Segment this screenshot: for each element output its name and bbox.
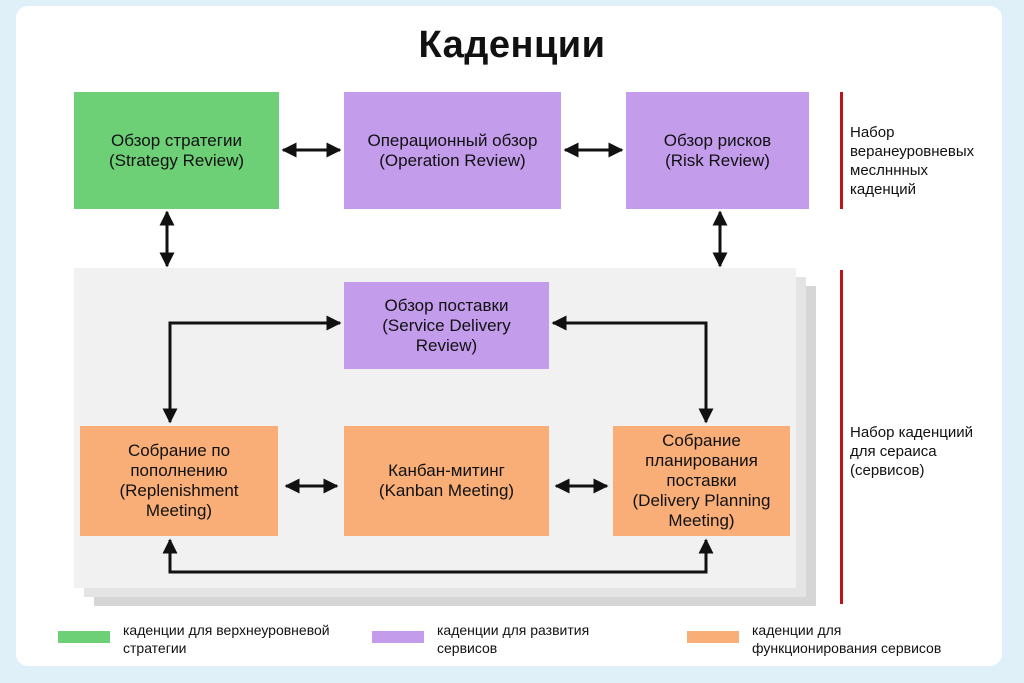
legend-strategy-line2: стратегии xyxy=(123,640,187,656)
legend-operation-line2: функционирования сервисов xyxy=(752,640,942,656)
risk-review-title: Обзор рисков xyxy=(663,130,772,150)
legend-swatch-development xyxy=(372,631,424,643)
risk-review-box: Обзор рисков (Risk Review) xyxy=(626,92,809,209)
operation-review-subtitle: (Operation Review) xyxy=(379,150,526,170)
delivery-planning-subtitle-2: Meeting) xyxy=(668,511,735,530)
service-delivery-review-title: Обзор поставки xyxy=(384,295,509,315)
replenishment-title-1: Собрание по xyxy=(127,441,231,460)
divider-top-set xyxy=(840,92,843,209)
legend-text-strategy: каденции для верхнеуровневой стратегии xyxy=(123,621,330,657)
delivery-planning-title-1: Собрание xyxy=(662,431,741,450)
kanban-meeting-box: Канбан-митинг (Kanban Meeting) xyxy=(344,426,549,536)
delivery-planning-title-2: планирования xyxy=(645,451,758,470)
side-label-bottom-line2: для сераиса xyxy=(850,443,937,460)
arrow-delivery-review-delivery-planning xyxy=(551,315,714,424)
delivery-planning-title-3: поставки xyxy=(666,471,737,490)
divider-service-set xyxy=(840,270,843,604)
replenishment-subtitle-1: (Replenishment xyxy=(119,481,239,500)
service-delivery-review-subtitle-2: Review) xyxy=(415,335,478,355)
side-label-top-line3: меслннных xyxy=(850,162,929,179)
side-label-top-set: Набор веранеуровневых меслннных каденций xyxy=(850,123,1000,199)
legend-development-line1: каденции для развития xyxy=(437,622,590,638)
risk-review-subtitle: (Risk Review) xyxy=(665,150,770,170)
legend-swatch-strategy xyxy=(58,631,110,643)
replenishment-meeting-box: Собрание по пополнению (Replenishment Me… xyxy=(80,426,278,536)
arrow-replenishment-delivery-review xyxy=(162,315,342,424)
replenishment-title-2: пополнению xyxy=(130,461,228,480)
operation-review-title: Операционный обзор xyxy=(367,130,538,150)
side-label-top-line1: Набор xyxy=(850,124,895,141)
side-label-bottom-line3: (сервисов) xyxy=(850,462,925,479)
arrow-replenishment-delivery-planning-bottom xyxy=(162,538,714,574)
side-label-bottom-line1: Набор каденциий xyxy=(850,424,973,441)
legend-swatch-operation xyxy=(687,631,739,643)
service-delivery-review-box: Обзор поставки (Service Delivery Review) xyxy=(344,282,549,369)
operation-review-box: Операционный обзор (Operation Review) xyxy=(344,92,561,209)
strategy-review-subtitle: (Strategy Review) xyxy=(108,150,245,170)
legend-text-operation: каденции для функционирования сервисов xyxy=(752,621,941,657)
side-label-top-line2: веранеуровневых xyxy=(850,143,975,160)
strategy-review-title: Обзор стратегии xyxy=(111,130,242,150)
service-delivery-review-subtitle-1: (Service Delivery xyxy=(382,315,511,335)
kanban-meeting-subtitle: (Kanban Meeting) xyxy=(378,481,515,500)
side-label-service-set: Набор каденциий для сераиса (сервисов) xyxy=(850,423,1000,480)
legend-strategy-line1: каденции для верхнеуровневой xyxy=(123,622,330,638)
delivery-planning-meeting-box: Собрание планирования поставки (Delivery… xyxy=(613,426,790,536)
legend-operation-line1: каденции для xyxy=(752,622,842,638)
page-title: Каденции xyxy=(418,24,606,66)
legend-development-line2: сервисов xyxy=(437,640,498,656)
replenishment-subtitle-2: Meeting) xyxy=(145,501,213,520)
legend-text-development: каденции для развития сервисов xyxy=(437,621,589,657)
kanban-meeting-title: Канбан-митинг xyxy=(388,461,505,480)
delivery-planning-subtitle-1: (Delivery Planning xyxy=(632,491,771,510)
side-label-top-line4: каденций xyxy=(850,181,916,198)
strategy-review-box: Обзор стратегии (Strategy Review) xyxy=(74,92,279,209)
